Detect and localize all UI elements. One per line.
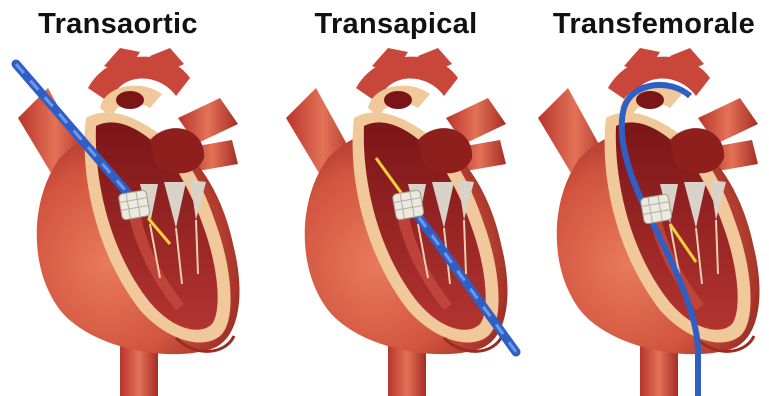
panel-transfemorale: Transfemorale: [520, 0, 769, 396]
panel-title: Transfemorale: [526, 8, 769, 41]
heart-illustration: [520, 48, 769, 396]
heart-illustration: [268, 48, 524, 396]
prosthetic-valve-icon: [118, 190, 150, 220]
prosthetic-valve-icon: [392, 190, 424, 220]
prosthetic-valve-icon: [640, 194, 672, 224]
heart-illustration: [0, 48, 256, 396]
panel-transapical: Transapical: [268, 0, 524, 396]
panel-title: Transapical: [268, 8, 524, 41]
panel-title: Transaortic: [0, 8, 246, 41]
panel-transaortic: Transaortic: [0, 0, 256, 396]
